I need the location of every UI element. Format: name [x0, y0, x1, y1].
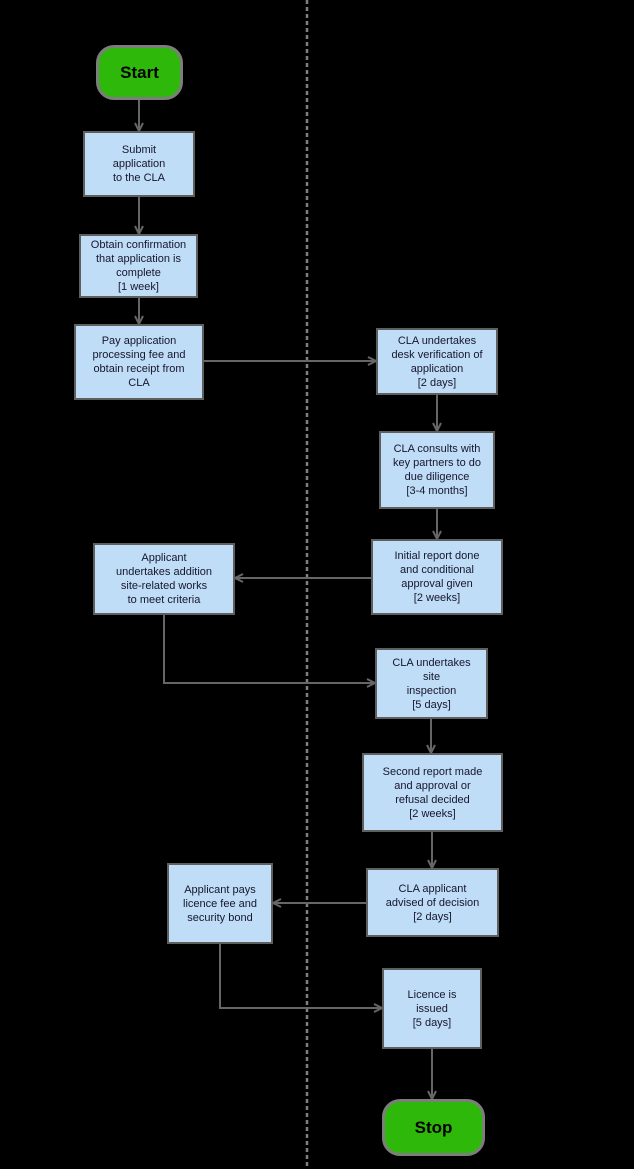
process-site-works: Applicant undertakes addition site-relat… [93, 543, 235, 615]
process-label: Applicant undertakes addition site-relat… [115, 552, 212, 606]
process-desk-verification: CLA undertakes desk verification of appl… [376, 328, 498, 395]
process-second-report: Second report made and approval or refus… [362, 753, 503, 832]
process-label: Submit application to the CLA [112, 144, 166, 184]
start-label: Start [120, 62, 159, 82]
process-licence-issued: Licence is issued [5 days] [382, 968, 482, 1049]
process-label: Applicant pays licence fee and security … [183, 883, 257, 924]
stop-label: Stop [414, 1117, 453, 1137]
connector-siteworks-to-inspection [163, 615, 378, 688]
process-label: Second report made and approval or refus… [382, 765, 483, 820]
stop-terminal: Stop [382, 1099, 485, 1156]
process-label: Initial report done and conditional appr… [394, 550, 480, 604]
connector-paylicence-to-licenceissued [219, 944, 385, 1013]
process-consults-partners: CLA consults with key partners to do due… [379, 431, 495, 509]
process-site-inspection: CLA undertakes site inspection [5 days] [375, 648, 488, 719]
process-label: CLA undertakes site inspection [5 days] [392, 656, 471, 711]
process-pay-licence-fee: Applicant pays licence fee and security … [167, 863, 273, 944]
process-label: CLA consults with key partners to do due… [392, 443, 482, 497]
process-pay-fee: Pay application processing fee and obtai… [74, 324, 204, 400]
process-label: Licence is issued [5 days] [407, 988, 457, 1029]
process-label: CLA applicant advised of decision [2 day… [385, 882, 480, 923]
process-submit-application: Submit application to the CLA [83, 131, 195, 197]
process-label: Pay application processing fee and obtai… [92, 335, 186, 389]
process-initial-report: Initial report done and conditional appr… [371, 539, 503, 615]
process-label: Obtain confirmation that application is … [90, 239, 187, 293]
process-label: CLA undertakes desk verification of appl… [391, 334, 483, 389]
start-terminal: Start [96, 45, 183, 100]
process-advised-decision: CLA applicant advised of decision [2 day… [366, 868, 499, 937]
process-obtain-confirmation: Obtain confirmation that application is … [79, 234, 198, 298]
